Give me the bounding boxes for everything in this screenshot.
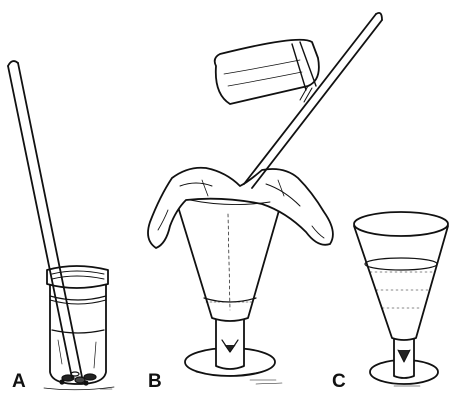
panel-b-filter-funnel xyxy=(148,13,382,384)
funnel-cone-c xyxy=(354,226,448,340)
glass-rod-b xyxy=(244,13,382,188)
panel-label-c: C xyxy=(332,372,346,391)
panel-a-jar-with-rod xyxy=(8,61,114,390)
funnel-cone-b xyxy=(176,200,282,321)
stirring-rod-a xyxy=(8,61,82,378)
jar-rim xyxy=(47,266,108,288)
panel-label-a: A xyxy=(12,372,26,391)
pouring-bottle xyxy=(215,40,319,104)
jar-liquid-line xyxy=(52,330,104,333)
panel-label-b: B xyxy=(148,372,162,391)
panel-c-funnel-filtrate xyxy=(354,212,448,386)
